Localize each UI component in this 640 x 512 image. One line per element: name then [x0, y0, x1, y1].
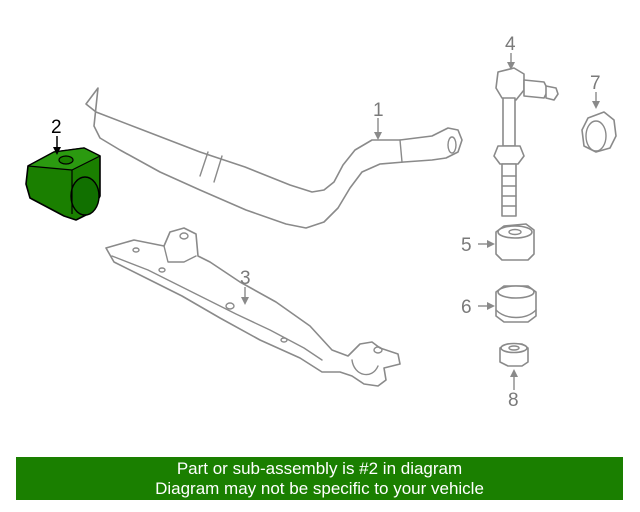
callout-4[interactable]: 4 — [505, 34, 516, 55]
banner-line-disclaimer: Diagram may not be specific to your vehi… — [155, 479, 484, 498]
parts-diagram: 1 2 3 4 5 6 7 8 — [25, 34, 617, 411]
link-nut[interactable] — [499, 342, 529, 367]
link-cushion-lower[interactable] — [495, 285, 537, 323]
callout-2[interactable]: 2 — [51, 117, 62, 138]
stabilizer-bushing[interactable] — [25, 147, 101, 221]
callout-7[interactable]: 7 — [590, 73, 601, 94]
callout-8[interactable]: 8 — [508, 390, 519, 411]
link-cushion-upper[interactable] — [495, 223, 535, 261]
callout-5[interactable]: 5 — [461, 235, 472, 256]
banner-line-part: Part or sub-assembly is #2 in diagram — [176, 459, 463, 478]
stabilizer-link[interactable] — [493, 67, 559, 217]
callout-1[interactable]: 1 — [373, 100, 384, 121]
callout-6[interactable]: 6 — [461, 297, 472, 318]
mounting-bracket[interactable] — [105, 227, 401, 387]
part-info-banner: Part or sub-assembly is #2 in diagram Di… — [16, 457, 623, 500]
link-cap[interactable] — [581, 111, 617, 153]
callout-3[interactable]: 3 — [240, 268, 251, 289]
stabilizer-bar[interactable] — [85, 87, 463, 229]
